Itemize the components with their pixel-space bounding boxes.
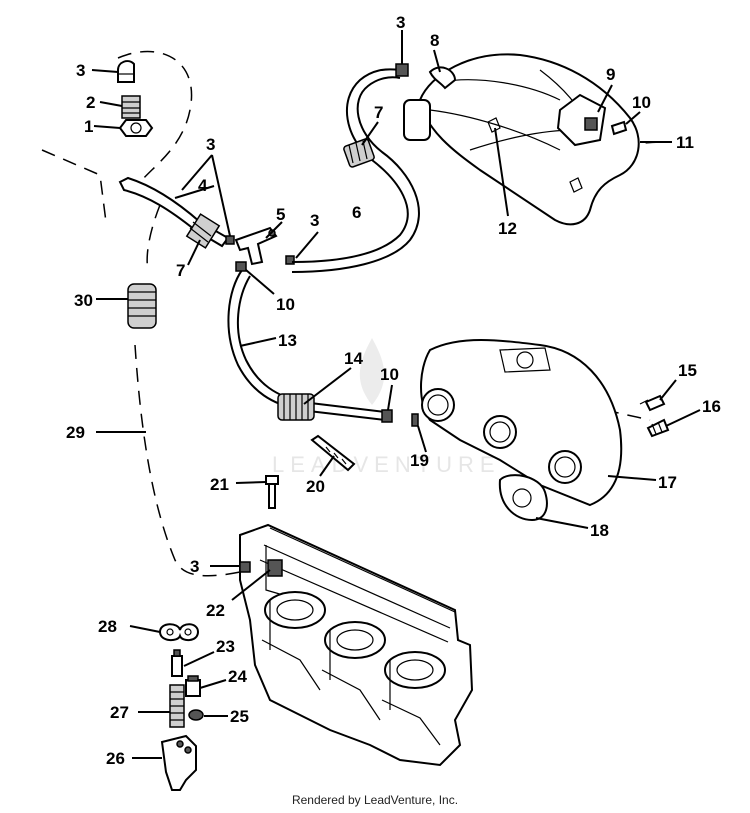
watermark-text: LEADVENTURE <box>272 452 501 477</box>
elbow-fitting-3 <box>117 60 135 83</box>
exhaust-inlet <box>403 99 431 141</box>
callout-15: 15 <box>678 361 697 380</box>
fitting-2 <box>121 95 141 119</box>
plug-10-top <box>610 120 628 136</box>
callout-5: 5 <box>276 205 285 224</box>
callout-24: 24 <box>228 667 247 686</box>
spring-27 <box>169 684 185 728</box>
bracket-9 <box>556 93 607 147</box>
callout-29: 29 <box>66 423 85 442</box>
hose-6 <box>291 68 420 273</box>
bolt-16 <box>646 418 670 438</box>
fitting-22 <box>267 559 283 577</box>
dashed-guide-hose <box>146 204 161 271</box>
callout-4: 4 <box>198 176 208 195</box>
leader-lines <box>91 30 701 759</box>
callout-7: 7 <box>176 261 185 280</box>
watermark: LEADVENTURE <box>272 338 501 477</box>
sleeve-30 <box>127 283 157 329</box>
footer-credit: Rendered by LeadVenture, Inc. <box>291 793 459 807</box>
callout-18: 18 <box>590 521 609 540</box>
callout-26: 26 <box>106 749 125 768</box>
dashed-guide-29 <box>134 344 241 577</box>
callout-13: 13 <box>278 331 297 350</box>
stud-19 <box>411 413 419 427</box>
callout-14: 14 <box>344 349 363 368</box>
callout-23: 23 <box>216 637 235 656</box>
hose-coupling-7-right <box>343 138 375 168</box>
callout-17: 17 <box>658 473 677 492</box>
callout-10: 10 <box>380 365 399 384</box>
callout-1: 1 <box>84 117 93 136</box>
coupling-14 <box>277 393 315 421</box>
callout-labels: 3 2 1 3 4 5 3 7 6 7 3 8 9 10 11 12 10 13… <box>66 13 721 768</box>
cylinder-block <box>239 523 474 767</box>
fitting-24 <box>185 675 201 697</box>
callout-28: 28 <box>98 617 117 636</box>
dashed-guide-top-left <box>117 50 193 186</box>
callout-27: 27 <box>110 703 129 722</box>
callout-22: 22 <box>206 601 225 620</box>
callout-30: 30 <box>74 291 93 310</box>
callout-20: 20 <box>306 477 325 496</box>
nut-1 <box>118 119 154 137</box>
callout-8: 8 <box>430 31 439 50</box>
callout-3: 3 <box>76 61 85 80</box>
callout-25: 25 <box>230 707 249 726</box>
callout-19: 19 <box>410 451 429 470</box>
callout-6: 6 <box>352 203 361 222</box>
dashed-guide-mount <box>41 149 107 223</box>
callout-12: 12 <box>498 219 517 238</box>
callout-3: 3 <box>190 557 199 576</box>
callout-2: 2 <box>86 93 95 112</box>
gasket-28 <box>158 623 200 642</box>
clamp-3-top <box>395 63 409 77</box>
clamp-10-mid <box>235 261 247 272</box>
clamp-3-head <box>239 561 251 573</box>
callout-16: 16 <box>702 397 721 416</box>
gasket-18 <box>498 474 548 522</box>
bolt-20 <box>310 434 356 472</box>
callout-3: 3 <box>396 13 405 32</box>
valve-body-26 <box>160 734 197 791</box>
callout-21: 21 <box>210 475 229 494</box>
spring-12 <box>487 117 583 193</box>
clamp-10-right <box>381 409 393 423</box>
callout-3: 3 <box>310 211 319 230</box>
callout-10: 10 <box>632 93 651 112</box>
callout-3: 3 <box>206 135 215 154</box>
callout-11: 11 <box>676 133 694 152</box>
manifold-17 <box>420 339 623 507</box>
callout-10: 10 <box>276 295 295 314</box>
bolt-21 <box>265 475 279 509</box>
callout-7: 7 <box>374 103 383 122</box>
pipe-stub-8 <box>428 66 457 90</box>
sensor-23 <box>171 649 183 677</box>
callout-9: 9 <box>606 65 615 84</box>
washer-25 <box>188 709 204 721</box>
hose-coupling-7-left <box>185 213 221 249</box>
